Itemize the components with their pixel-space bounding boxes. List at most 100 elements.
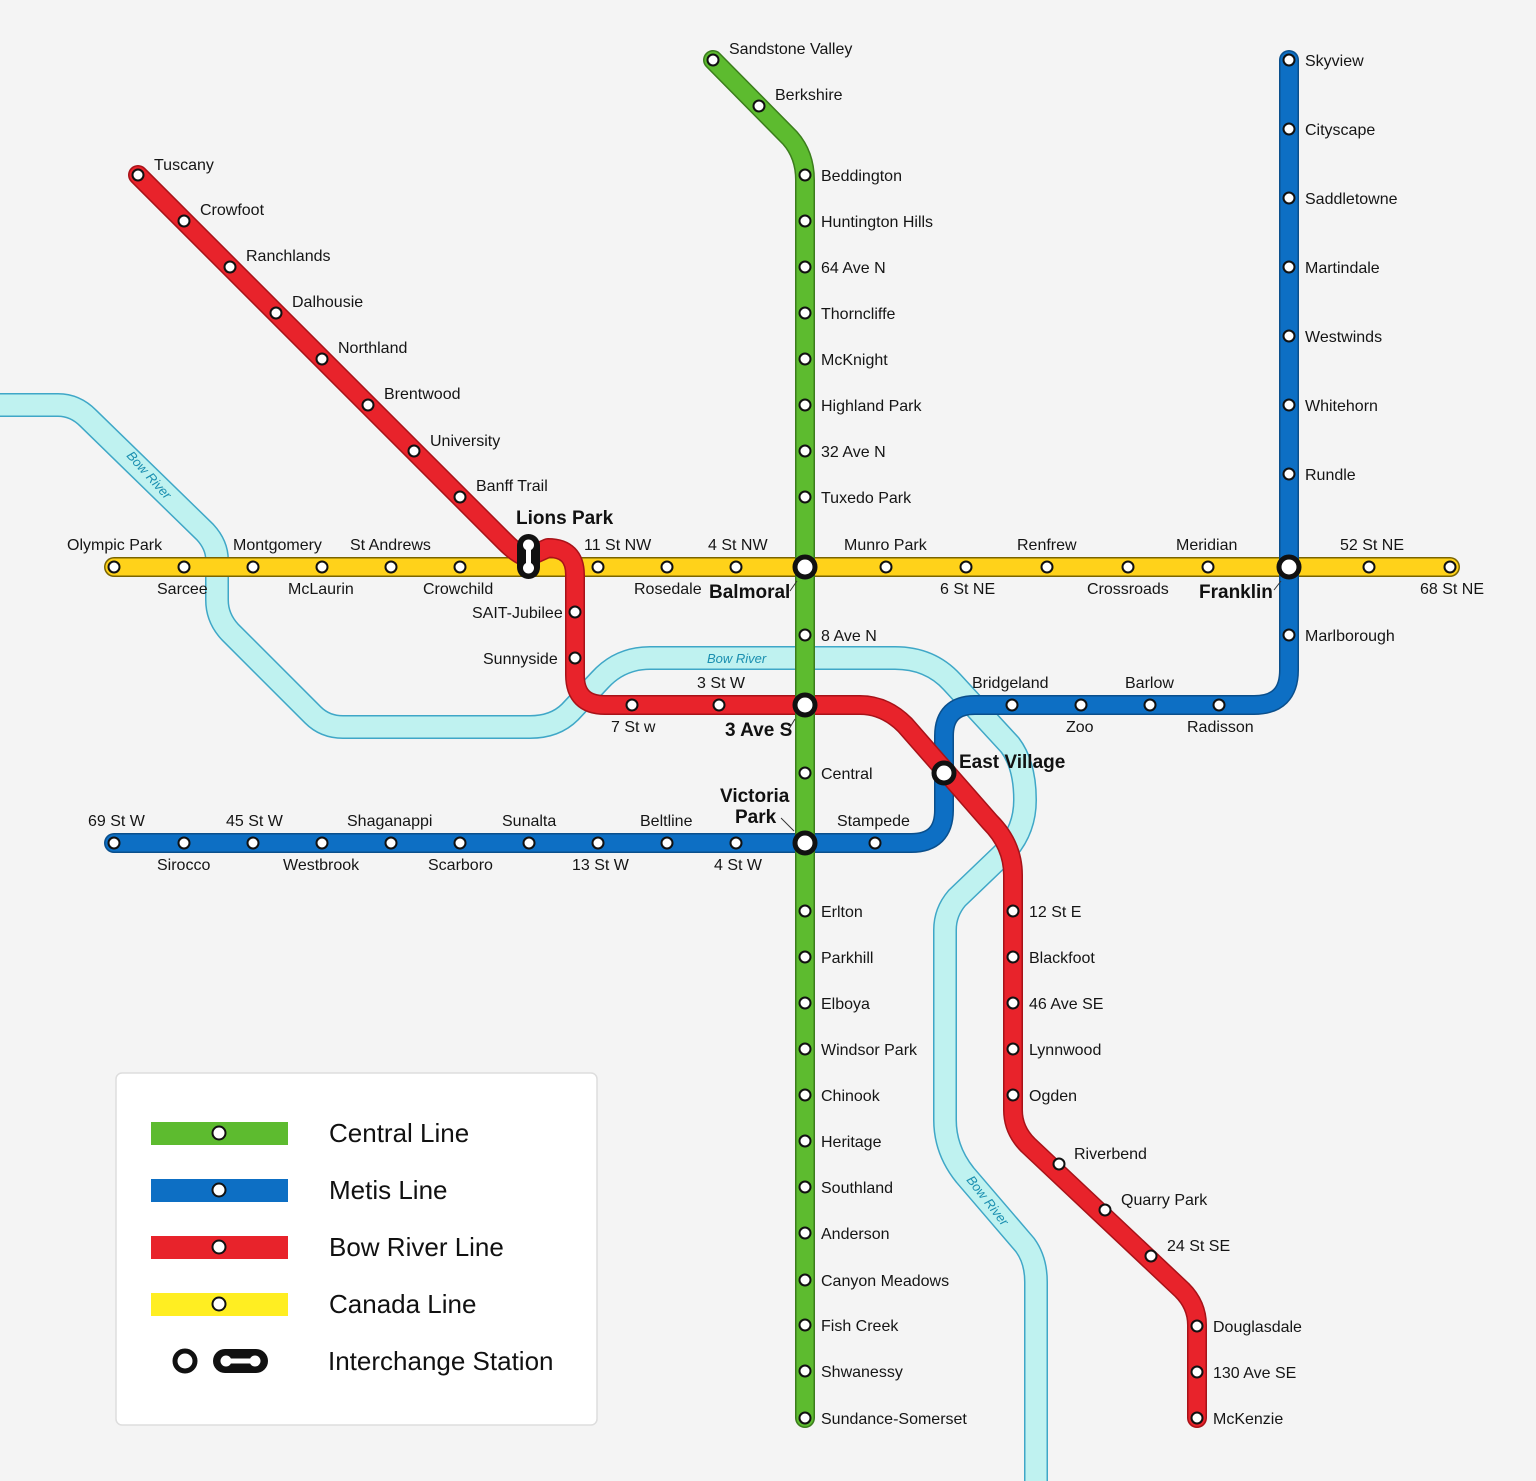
station-label[interactable]: Canyon Meadows: [821, 1273, 949, 1290]
station-label[interactable]: Tuscany: [154, 157, 214, 174]
station-label[interactable]: 7 St w: [611, 719, 656, 736]
station-label[interactable]: Elboya: [821, 996, 870, 1013]
station-label[interactable]: Shwanessy: [821, 1364, 903, 1381]
station-label[interactable]: Banff Trail: [476, 478, 548, 495]
station-label[interactable]: Shaganappi: [347, 813, 432, 830]
station-label[interactable]: 32 Ave N: [821, 444, 886, 461]
station-label[interactable]: 3 St W: [697, 675, 746, 692]
station-label[interactable]: Olympic Park: [67, 537, 163, 554]
interchange-marker-lions-park[interactable]: [517, 534, 540, 579]
station-label[interactable]: Sirocco: [157, 857, 210, 874]
station-stop[interactable]: [1282, 398, 1296, 412]
station-stop[interactable]: [798, 1042, 812, 1056]
station-label[interactable]: Brentwood: [384, 386, 461, 403]
station-stop[interactable]: [1143, 698, 1157, 712]
station-label[interactable]: SAIT-Jubilee: [472, 605, 563, 622]
station-label[interactable]: McLaurin: [288, 581, 354, 598]
station-label[interactable]: Erlton: [821, 904, 863, 921]
station-stop[interactable]: [1212, 698, 1226, 712]
station-label[interactable]: Rundle: [1305, 467, 1356, 484]
station-stop[interactable]: [223, 260, 237, 274]
station-stop[interactable]: [729, 560, 743, 574]
station-stop[interactable]: [1282, 122, 1296, 136]
station-stop[interactable]: [798, 1088, 812, 1102]
station-label[interactable]: 13 St W: [572, 857, 630, 874]
station-stop[interactable]: [1006, 950, 1020, 964]
station-label[interactable]: 11 St NW: [584, 537, 652, 554]
station-label[interactable]: Skyview: [1305, 53, 1364, 70]
interchange-label[interactable]: Balmoral: [709, 582, 790, 603]
station-stop[interactable]: [591, 836, 605, 850]
station-stop[interactable]: [315, 836, 329, 850]
station-label[interactable]: Blackfoot: [1029, 950, 1095, 967]
station-label[interactable]: Heritage: [821, 1134, 882, 1151]
station-label[interactable]: Northland: [338, 340, 407, 357]
station-label[interactable]: Zoo: [1066, 719, 1094, 736]
station-label[interactable]: Huntington Hills: [821, 214, 933, 231]
station-label[interactable]: Cityscape: [1305, 122, 1375, 139]
station-stop[interactable]: [706, 53, 720, 67]
station-label[interactable]: Rosedale: [634, 581, 702, 598]
station-label[interactable]: Thorncliffe: [821, 306, 896, 323]
station-label[interactable]: Tuxedo Park: [821, 490, 912, 507]
station-stop[interactable]: [1362, 560, 1376, 574]
station-label[interactable]: Crossroads: [1087, 581, 1169, 598]
station-stop[interactable]: [798, 1318, 812, 1332]
station-label[interactable]: St Andrews: [350, 537, 431, 554]
station-label[interactable]: Beltline: [640, 813, 693, 830]
station-label[interactable]: Marlborough: [1305, 628, 1395, 645]
interchange-label[interactable]: Lions Park: [516, 508, 614, 529]
station-label[interactable]: 4 St W: [714, 857, 763, 874]
station-stop[interactable]: [798, 306, 812, 320]
station-stop[interactable]: [177, 836, 191, 850]
station-stop[interactable]: [625, 698, 639, 712]
station-label[interactable]: 64 Ave N: [821, 260, 886, 277]
station-label[interactable]: Quarry Park: [1121, 1192, 1208, 1209]
station-stop[interactable]: [798, 260, 812, 274]
station-label[interactable]: Sandstone Valley: [729, 41, 852, 58]
station-label[interactable]: Ogden: [1029, 1088, 1077, 1105]
station-stop[interactable]: [798, 1411, 812, 1425]
station-stop[interactable]: [1040, 560, 1054, 574]
station-stop[interactable]: [131, 168, 145, 182]
station-stop[interactable]: [660, 560, 674, 574]
station-label[interactable]: 46 Ave SE: [1029, 996, 1103, 1013]
station-stop[interactable]: [361, 398, 375, 412]
interchange-label[interactable]: Franklin: [1199, 582, 1273, 603]
station-stop[interactable]: [798, 444, 812, 458]
station-stop[interactable]: [453, 490, 467, 504]
station-stop[interactable]: [1282, 191, 1296, 205]
station-label[interactable]: Parkhill: [821, 950, 873, 967]
station-label[interactable]: University: [430, 433, 500, 450]
station-stop[interactable]: [1052, 1157, 1066, 1171]
station-label[interactable]: Scarboro: [428, 857, 493, 874]
station-label[interactable]: McKenzie: [1213, 1411, 1283, 1428]
station-label[interactable]: 68 St NE: [1420, 581, 1484, 598]
station-stop[interactable]: [1005, 698, 1019, 712]
station-stop[interactable]: [522, 836, 536, 850]
station-stop[interactable]: [1098, 1203, 1112, 1217]
station-stop[interactable]: [798, 1134, 812, 1148]
station-label[interactable]: 4 St NW: [708, 537, 768, 554]
station-label[interactable]: Martindale: [1305, 260, 1380, 277]
station-label[interactable]: Munro Park: [844, 537, 928, 554]
station-label[interactable]: 45 St W: [226, 813, 284, 830]
station-stop[interactable]: [1074, 698, 1088, 712]
station-stop[interactable]: [1282, 329, 1296, 343]
station-stop[interactable]: [1282, 628, 1296, 642]
station-label[interactable]: Fish Creek: [821, 1318, 899, 1335]
station-stop[interactable]: [1006, 904, 1020, 918]
station-label[interactable]: Montgomery: [233, 537, 322, 554]
station-stop[interactable]: [453, 560, 467, 574]
station-label[interactable]: 69 St W: [88, 813, 146, 830]
station-stop[interactable]: [798, 1273, 812, 1287]
station-label[interactable]: Highland Park: [821, 398, 923, 415]
station-stop[interactable]: [315, 560, 329, 574]
station-stop[interactable]: [1190, 1411, 1204, 1425]
station-label[interactable]: 24 St SE: [1167, 1238, 1230, 1255]
interchange-marker-east-village[interactable]: [931, 760, 957, 786]
station-label[interactable]: Crowfoot: [200, 202, 265, 219]
station-label[interactable]: Renfrew: [1017, 537, 1077, 554]
interchange-marker-3-ave-s[interactable]: [792, 692, 818, 718]
station-label[interactable]: Douglasdale: [1213, 1319, 1302, 1336]
